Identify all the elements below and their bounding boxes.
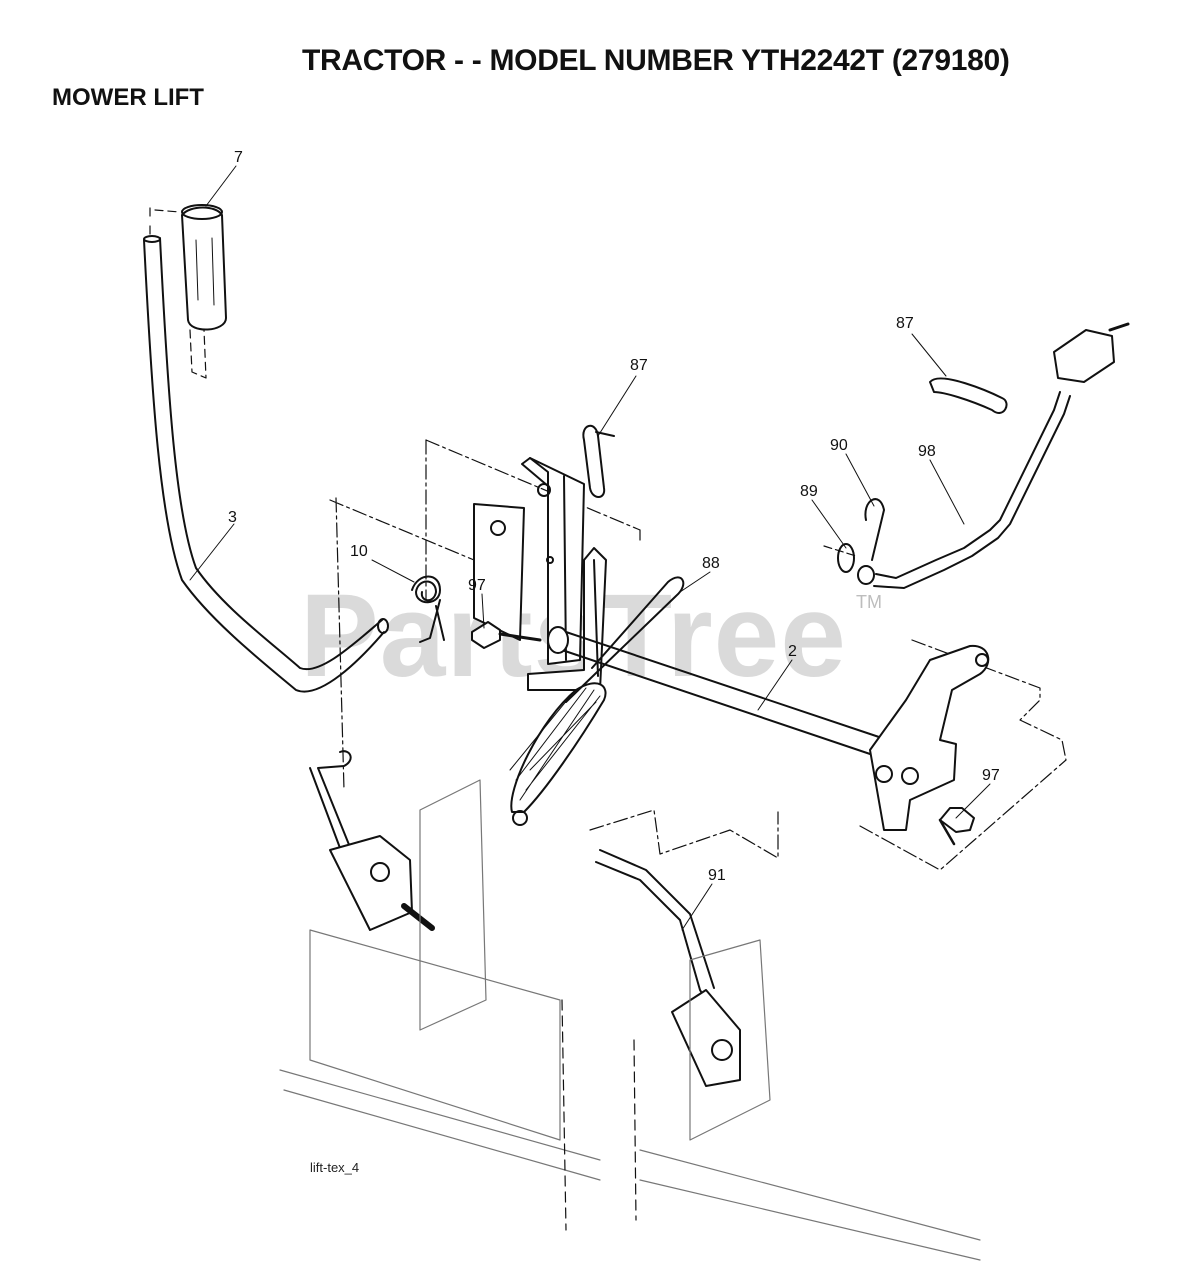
washer-guide <box>823 545 857 557</box>
arm-dashed-outline <box>859 639 1067 871</box>
callout-87-center: 87 <box>630 357 648 374</box>
callout-7: 7 <box>234 149 243 166</box>
extension-spring[interactable] <box>509 682 607 826</box>
lift-mounting-bracket[interactable] <box>473 457 585 665</box>
mower-frame-outline <box>279 779 981 1261</box>
diagram-reference: lift-tex_4 <box>310 1160 360 1175</box>
right-lift-link[interactable] <box>595 861 713 1011</box>
right-lift-link-edge <box>599 849 715 989</box>
cotter-pin[interactable] <box>864 498 885 561</box>
callout-2: 2 <box>788 643 797 660</box>
left-lift-link[interactable] <box>317 750 357 863</box>
spring-link-rod[interactable] <box>565 576 685 703</box>
hairpin-clip-center[interactable] <box>582 425 615 498</box>
hex-bolt-left[interactable] <box>471 621 542 649</box>
watermark-tm: TM <box>856 592 882 612</box>
right-lift-arm[interactable] <box>869 644 990 831</box>
callout-88: 88 <box>702 555 720 572</box>
callout-leaders <box>189 165 991 931</box>
lift-handle-grip[interactable] <box>181 204 227 331</box>
callout-98: 98 <box>918 443 936 460</box>
callout-89: 89 <box>800 483 818 500</box>
callout-3: 3 <box>228 509 237 526</box>
callout-97-left: 97 <box>468 577 486 594</box>
bracket-dashed-outline <box>425 439 641 601</box>
height-adjust-rod[interactable] <box>857 322 1130 589</box>
callout-91: 91 <box>708 867 726 884</box>
handle-dashed-guide <box>329 497 475 791</box>
callout-90: 90 <box>830 437 848 454</box>
lower-dashed-outline <box>589 809 779 859</box>
left-lift-arm-bracket[interactable] <box>329 835 435 931</box>
hairpin-clip-right[interactable] <box>929 377 1008 414</box>
right-lift-arm-bracket[interactable] <box>671 989 741 1087</box>
callout-10: 10 <box>350 543 368 560</box>
torsion-spring[interactable] <box>411 575 445 643</box>
hex-bolt-right[interactable] <box>938 807 975 846</box>
page-title: TRACTOR - - MODEL NUMBER YTH2242T (27918… <box>302 44 1010 77</box>
grip-dashed-guide <box>149 207 207 379</box>
lift-cross-shaft[interactable] <box>547 626 883 757</box>
callout-87-right: 87 <box>896 315 914 332</box>
lift-handle-rod[interactable] <box>143 235 389 693</box>
section-title: MOWER LIFT <box>52 84 204 111</box>
callout-97-right: 97 <box>982 767 1000 784</box>
spring-bracket[interactable] <box>527 547 607 691</box>
